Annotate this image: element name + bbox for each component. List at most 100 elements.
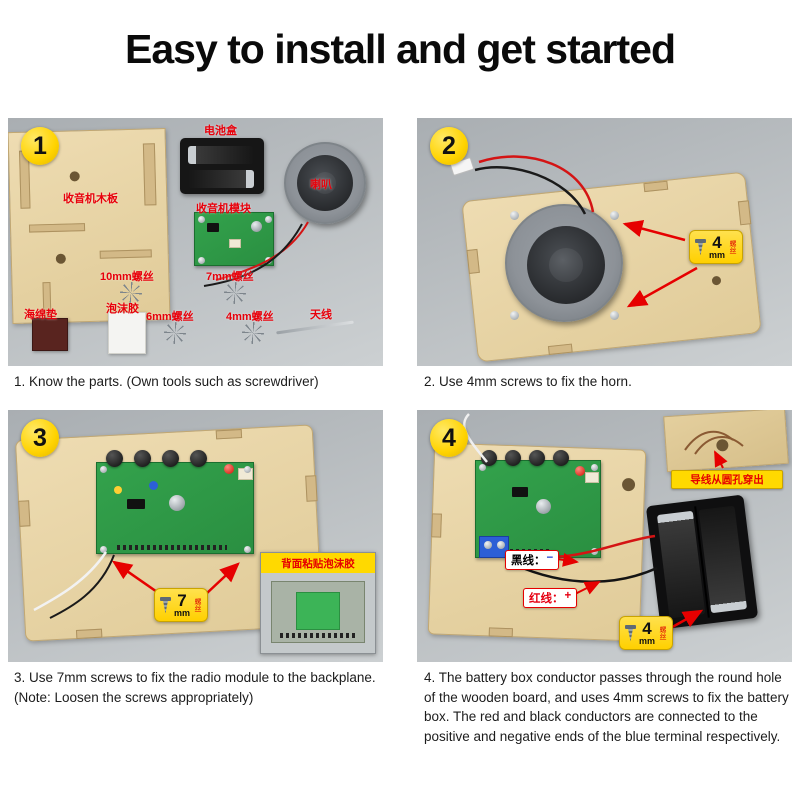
foam-pad (296, 592, 340, 630)
wood-notch (305, 475, 318, 502)
speaker (284, 142, 366, 224)
sponge-pad (32, 318, 68, 351)
minus-sign: − (546, 552, 554, 564)
mount-screw (591, 548, 598, 555)
step4-caption: 4. The battery box conductor passes thro… (424, 670, 789, 744)
screws-cluster (120, 282, 142, 304)
radio-module-label: 收音机模块 (196, 203, 251, 215)
step3-caption-line2: (Note: Loosen the screws appropriately) (14, 689, 254, 705)
component-dot (114, 486, 122, 494)
mount-screw (100, 546, 107, 553)
terminal-screw (484, 541, 492, 549)
step1-photo-panel: 1 收音机木板 电池盒 喇叭 收音机模块 10mm螺丝 7mm螺丝 6mm螺丝 … (8, 118, 383, 366)
screw-size-unit: mm (709, 250, 726, 260)
pcb-back-side (271, 581, 365, 643)
wood-notch (75, 628, 103, 639)
wood-notch (547, 343, 573, 356)
step4-number-badge: 4 (430, 419, 468, 457)
ic-chip (207, 223, 219, 232)
step3-caption: 3. Use 7mm screws to fix the radio modul… (14, 668, 410, 707)
screw-icon (625, 624, 636, 642)
mount-screw (244, 466, 251, 473)
wood-notch (466, 248, 480, 274)
radio-module-pcb (96, 462, 254, 554)
led (224, 464, 234, 474)
ic-chip (512, 487, 528, 497)
mount-screw (610, 211, 619, 220)
plus-sign: + (564, 590, 572, 602)
screw-dot (198, 216, 205, 223)
foam-glue-inset: 背面粘贴泡沫胶 (260, 552, 376, 654)
knob (106, 450, 123, 467)
screw-10mm-label: 10mm螺丝 (100, 271, 154, 283)
speaker (505, 204, 623, 322)
page-title: Easy to install and get started (125, 26, 676, 72)
screws-cluster (242, 322, 264, 344)
screw-cn-text: 螺丝 (729, 240, 737, 254)
speaker-cap (549, 248, 583, 282)
knob (529, 450, 545, 466)
screw-size-badge: 4 mm 螺丝 (689, 230, 744, 264)
screw-7mm-label: 7mm螺丝 (206, 271, 254, 283)
horn-label: 喇叭 (310, 179, 332, 191)
knob (162, 450, 179, 467)
wire-hole-label: 导线从圆孔穿出 (671, 470, 783, 489)
speaker-cap (314, 172, 336, 194)
wood-hole (621, 477, 636, 492)
step2-photo-panel: 2 4 mm 螺丝 (417, 118, 792, 366)
mount-screw (510, 211, 519, 220)
screw-size-badge: 4 mm 螺丝 (619, 616, 674, 650)
wood-notch (488, 627, 513, 638)
screw-dot (265, 257, 272, 264)
knob (190, 450, 207, 467)
wood-notch (431, 513, 442, 538)
wood-notch (643, 180, 669, 193)
antenna-rod (276, 320, 354, 335)
wood-notch (215, 429, 243, 440)
step3-caption-line1: 3. Use 7mm screws to fix the radio modul… (14, 670, 376, 685)
radio-module-pcb (194, 212, 274, 266)
screws-cluster (164, 322, 186, 344)
pin-row (117, 545, 227, 550)
battery-box (645, 494, 759, 630)
screws-cluster (224, 282, 246, 304)
red-wire-text: 红线： (529, 593, 564, 605)
screw-size-badge: 7 mm 螺丝 (154, 588, 209, 622)
battery-box (180, 138, 264, 194)
step4-photo-panel: 4 导线从圆孔穿出 黑线： − 红线： + 4 (417, 410, 792, 662)
knob (134, 450, 151, 467)
black-wire-label: 黑线： − (505, 550, 560, 570)
screw-size-value: 7 (177, 591, 187, 610)
ic-chip (127, 499, 145, 509)
wood-cutout (99, 249, 152, 259)
knob (553, 450, 569, 466)
battery-box-label: 电池盒 (204, 125, 237, 137)
knob (505, 450, 521, 466)
black-wire-text: 黑线： (511, 555, 546, 567)
mount-screw (479, 464, 486, 471)
screw-6mm-label: 6mm螺丝 (146, 311, 194, 323)
battery-cell (188, 170, 254, 188)
solder-pins (280, 633, 358, 638)
blue-terminal-block (479, 536, 509, 558)
capacitor (169, 495, 185, 511)
screw-size-value: 4 (642, 619, 652, 638)
wood-hole (69, 171, 80, 182)
mount-screw (244, 546, 251, 553)
screw-size-unit: mm (174, 608, 191, 618)
wood-hole (711, 275, 722, 286)
step1-number-badge: 1 (21, 127, 59, 165)
pcb-back-photo (261, 573, 375, 653)
antenna-label: 天线 (310, 309, 332, 321)
step3-photo-panel: 3 7 mm 螺丝 背面粘贴泡沫胶 (8, 410, 383, 662)
connector (585, 472, 599, 483)
wood-hole (715, 438, 729, 452)
wood-cutout (28, 223, 86, 233)
screw-size-value: 4 (712, 233, 722, 252)
foam-glue-pad (108, 312, 146, 354)
wood-cutout (142, 143, 157, 206)
inset-title: 背面粘贴泡沫胶 (261, 553, 375, 573)
foam-glue-label: 泡沫胶 (106, 303, 139, 315)
step1-caption: 1. Know the parts. (Own tools such as sc… (14, 374, 319, 389)
